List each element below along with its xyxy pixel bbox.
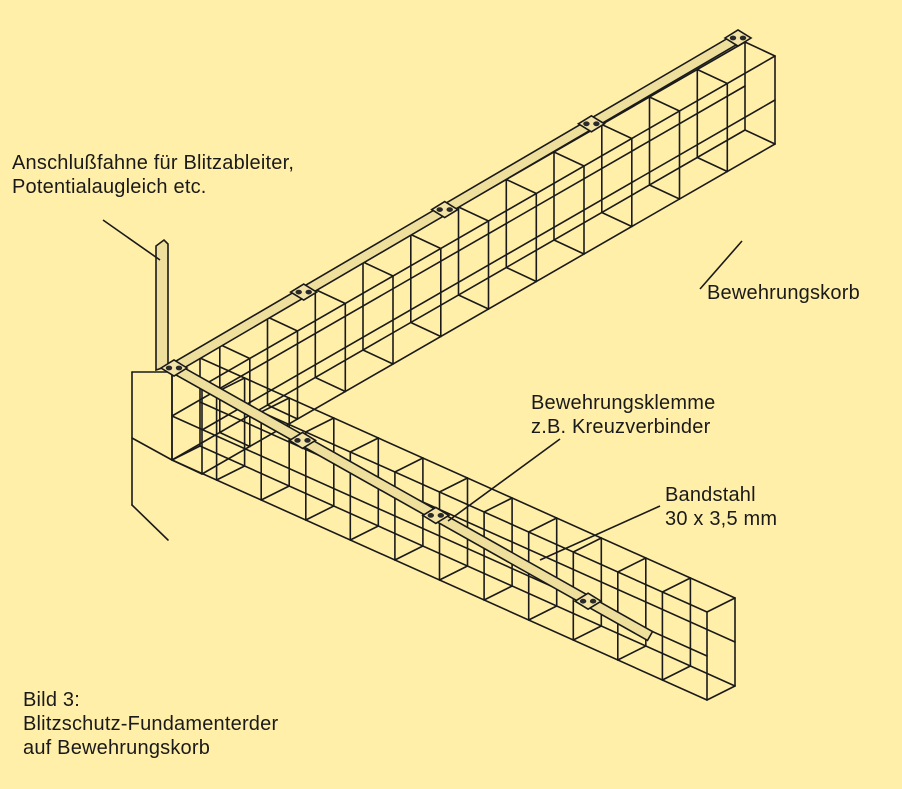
label-cage: Bewehrungskorb [707,281,860,305]
figure-caption: Bild 3: Blitzschutz-Fundamenterder auf B… [23,688,278,760]
caption-line1: Bild 3: [23,689,80,711]
reinforcement-cage [131,41,776,701]
label-strip-steel-line1: Bandstahl [665,484,756,506]
leader-cage [699,240,743,290]
label-cage-line1: Bewehrungskorb [707,282,860,304]
leader-clamp [447,438,561,522]
clamp-8 [573,592,603,611]
clamp-6 [287,431,318,450]
leader-connection-lug [102,219,161,261]
clamp-1 [159,359,189,377]
label-clamp-line1: Bewehrungsklemme [531,392,716,414]
clamp-3 [430,200,460,219]
clamp-5 [723,29,753,47]
label-clamp: Bewehrungsklemme z.B. Kreuzverbinder [531,391,715,439]
leader-strip-steel [539,505,661,561]
clamp-4 [576,114,606,133]
label-connection-lug: Anschlußfahne für Blitzableiter, Potenti… [12,151,294,199]
leader-lines [102,219,743,561]
clamps-group [159,29,753,611]
label-strip-steel-line2: 30 x 3,5 mm [665,508,778,530]
clamp-7 [421,506,451,525]
caption-line3: auf Bewehrungskorb [23,737,211,759]
label-connection-lug-line2: Potentialaugleich etc. [12,176,207,198]
label-connection-lug-line1: Anschlußfahne für Blitzableiter, [12,152,295,174]
label-clamp-line2: z.B. Kreuzverbinder [531,416,711,438]
connection-lug [155,238,169,372]
clamp-2 [289,283,319,302]
caption-line2: Blitzschutz-Fundamenterder [23,713,279,735]
label-strip-steel: Bandstahl 30 x 3,5 mm [665,483,777,531]
